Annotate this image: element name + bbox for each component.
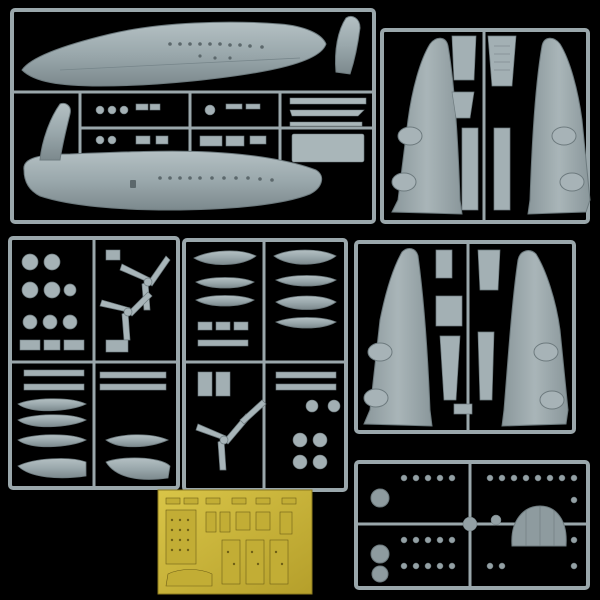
tail-fin — [335, 15, 361, 75]
panel-grid-detail — [494, 45, 510, 71]
engine-nacelle — [397, 126, 423, 146]
propeller-parts — [195, 399, 267, 471]
sprue-wings-middle-right — [354, 240, 576, 434]
sprue-wings-upper-right — [380, 28, 591, 224]
sprue-frame — [10, 8, 376, 224]
wing-half-right — [527, 37, 591, 215]
engine-nacelle — [533, 342, 559, 362]
turret-dome — [371, 565, 389, 583]
engine-nacelle — [391, 172, 417, 192]
fuselage-half-lower — [23, 150, 323, 211]
tail-fin-lower — [39, 103, 71, 161]
fuselage-half-upper — [21, 21, 327, 87]
wing-half-left — [391, 37, 463, 215]
long-strut-parts — [289, 97, 367, 163]
sprue-detail-bottom-right — [354, 460, 590, 590]
engine-nacelle — [551, 126, 577, 146]
engine-nacelle — [363, 388, 389, 408]
photo-etch-fret — [157, 489, 313, 595]
propeller-parts — [99, 255, 171, 341]
fuselage-panel-line — [59, 57, 301, 71]
misc-small-parts — [197, 321, 341, 470]
tailplane-parts — [435, 249, 501, 415]
turret-dome — [370, 544, 390, 564]
misc-small-parts — [19, 249, 167, 391]
wheel-parts — [21, 253, 78, 330]
photo-etch-holes — [170, 518, 284, 566]
fuselage-window-row — [168, 42, 264, 60]
wing-half-right — [501, 250, 569, 427]
engine-nacelle — [539, 390, 565, 410]
turret-dome — [370, 488, 390, 508]
photo-etch-parts — [165, 497, 297, 587]
engine-nacelle — [559, 172, 585, 192]
sprue-small-parts-left — [8, 236, 180, 490]
canopy-part — [511, 505, 567, 547]
cockpit-floor-parts — [451, 35, 517, 211]
engine-nacelle — [367, 342, 393, 362]
wing-half-left — [363, 248, 433, 427]
small-parts-cluster — [95, 103, 267, 147]
fuselage-window-row — [130, 176, 274, 188]
sprue-frame — [354, 240, 576, 434]
float-parts — [17, 398, 171, 480]
small-clear-parts — [400, 474, 578, 570]
float-parts — [193, 249, 337, 329]
sprue-small-parts-center — [182, 238, 348, 492]
sprue-fuselage — [10, 8, 376, 224]
